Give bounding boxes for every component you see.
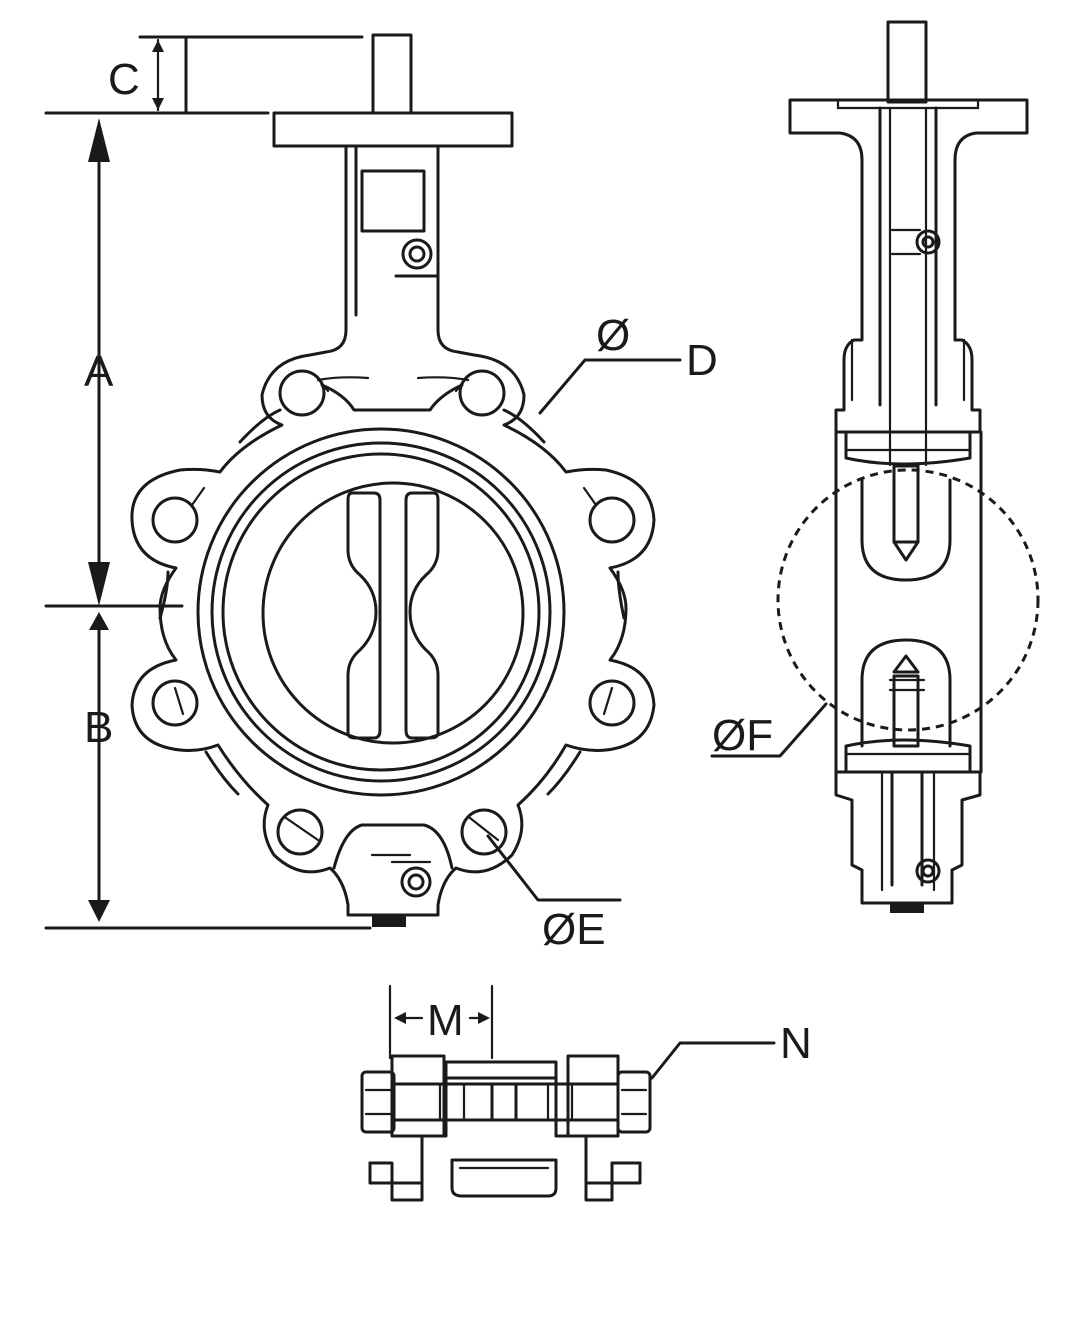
side-view: ØF bbox=[710, 20, 1040, 913]
diameter-f-circle bbox=[776, 468, 1040, 732]
bolt-hole bbox=[588, 496, 636, 544]
dimension-lines: C A B Ø D ØE bbox=[44, 35, 718, 954]
neck bbox=[308, 144, 476, 357]
disc bbox=[346, 491, 440, 740]
bolt-hole bbox=[151, 679, 199, 727]
bolt-holes bbox=[151, 369, 636, 856]
dimension-label-c: C bbox=[108, 55, 140, 104]
lug-body-outline bbox=[130, 353, 656, 917]
dimension-label-b: B bbox=[84, 703, 113, 752]
dimension-label-a: A bbox=[84, 347, 114, 396]
bolt-hole bbox=[276, 808, 324, 856]
diameter-symbol-d: Ø bbox=[596, 311, 630, 360]
dimension-label-f: ØF bbox=[712, 711, 773, 760]
dimension-label-m: M bbox=[427, 996, 464, 1045]
bolt-circle-arcs bbox=[158, 408, 626, 796]
dimension-label-d: D bbox=[686, 336, 718, 385]
bolt-hole bbox=[460, 808, 508, 856]
top-view: M N bbox=[360, 984, 812, 1202]
bolt-hole bbox=[151, 496, 199, 544]
top-flange bbox=[272, 33, 514, 148]
dimension-label-n: N bbox=[780, 1019, 812, 1068]
bolt-hole bbox=[458, 369, 506, 417]
body-rings bbox=[196, 427, 566, 797]
lower-boss bbox=[332, 823, 454, 927]
dimension-label-e: ØE bbox=[542, 905, 606, 954]
front-view bbox=[130, 33, 656, 927]
bolt-hole bbox=[588, 679, 636, 727]
bolt-hole bbox=[278, 369, 326, 417]
